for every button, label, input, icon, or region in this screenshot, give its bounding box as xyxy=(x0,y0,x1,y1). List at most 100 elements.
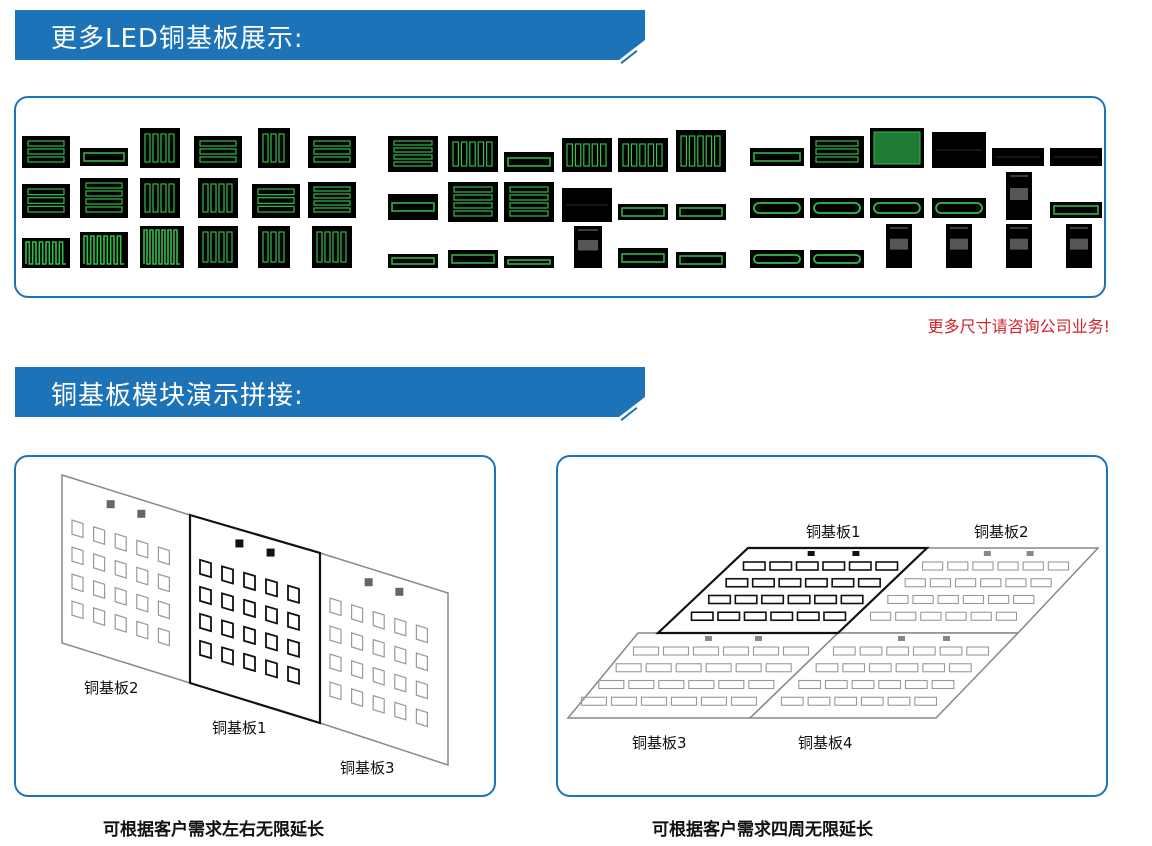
led-pad xyxy=(848,561,872,571)
board-thumbnail xyxy=(574,226,602,268)
board-3-label: 铜基板3 xyxy=(632,734,687,752)
led-pad xyxy=(221,619,234,639)
led-pad xyxy=(645,663,672,673)
led-pad xyxy=(931,679,955,690)
led-pad xyxy=(972,561,994,571)
board-thumbnail xyxy=(198,226,238,268)
board-thumbnail xyxy=(932,132,986,168)
led-pad xyxy=(157,573,170,593)
board-1-label: 铜基板1 xyxy=(806,523,861,541)
board-thumbnail xyxy=(388,136,438,172)
led-pad xyxy=(823,611,847,622)
board-thumbnail xyxy=(810,198,864,218)
led-pad xyxy=(795,561,819,571)
board-thumbnail xyxy=(618,248,668,268)
board-thumbnail xyxy=(258,128,290,168)
led-pad xyxy=(628,679,655,690)
board-thumbnail xyxy=(308,136,356,168)
led-pad xyxy=(662,646,690,656)
led-pad xyxy=(690,611,714,622)
led-pad xyxy=(857,577,881,588)
led-pad xyxy=(329,681,342,701)
led-pad xyxy=(372,610,385,630)
led-pad xyxy=(921,561,944,571)
led-pad xyxy=(878,679,902,690)
led-pad xyxy=(796,611,820,622)
board-thumbnail xyxy=(562,188,612,222)
led-pad xyxy=(92,526,106,546)
led-pad xyxy=(287,665,300,686)
led-pad xyxy=(824,679,848,690)
board-thumbnail xyxy=(750,148,804,166)
led-pad xyxy=(1030,578,1052,588)
board-thumbnail xyxy=(750,250,804,268)
led-pad xyxy=(71,600,84,620)
board-thumbnail xyxy=(80,148,128,166)
led-pad xyxy=(869,611,892,621)
board-thumbnail xyxy=(870,198,924,218)
led-pad xyxy=(815,663,839,673)
led-pad xyxy=(748,679,775,690)
board-thumbnail xyxy=(80,178,128,218)
board-thumbnail xyxy=(258,226,290,268)
section-banner-gallery: 更多LED铜基板展示: xyxy=(15,10,645,64)
led-pad xyxy=(71,573,84,593)
board-thumbnail xyxy=(140,178,180,218)
led-pad xyxy=(705,663,732,673)
board-thumbnail xyxy=(810,250,864,268)
fiducial-marker xyxy=(852,551,860,556)
board-thumbnail xyxy=(1006,172,1032,220)
led-pad xyxy=(734,594,758,605)
led-pad xyxy=(987,594,1010,605)
fiducial-marker xyxy=(898,636,905,641)
board-thumbnail xyxy=(504,152,554,172)
led-pad xyxy=(782,646,810,656)
led-pad xyxy=(970,611,992,621)
led-pad xyxy=(840,594,864,605)
board-thumbnail xyxy=(992,148,1044,166)
board-thumbnail xyxy=(252,184,300,218)
led-pad xyxy=(929,578,952,588)
led-pad xyxy=(157,627,170,647)
led-pad xyxy=(700,696,728,706)
led-pad xyxy=(860,696,884,706)
led-pad xyxy=(598,679,625,690)
led-pad xyxy=(962,594,985,605)
led-pad xyxy=(688,679,715,690)
grid-splice-diagram xyxy=(566,546,1100,719)
led-pad xyxy=(71,546,84,566)
fiducial-marker xyxy=(364,578,373,587)
led-pad xyxy=(735,663,762,673)
led-pad xyxy=(743,611,767,622)
led-pad xyxy=(199,612,212,633)
board-thumbnail xyxy=(946,224,972,268)
led-pad xyxy=(904,679,928,690)
led-pad xyxy=(372,694,385,714)
led-pad xyxy=(914,696,938,706)
fiducial-marker xyxy=(705,636,712,641)
board-4-label: 铜基板4 xyxy=(798,734,853,752)
led-pad xyxy=(752,646,780,656)
led-pad xyxy=(875,561,899,571)
board-thumbnail xyxy=(1066,224,1092,268)
led-pad xyxy=(221,565,234,585)
board-thumbnail xyxy=(562,138,612,172)
board-1-pads xyxy=(199,539,300,686)
led-pad xyxy=(814,594,838,605)
led-pad xyxy=(725,577,749,588)
led-pad xyxy=(895,663,919,673)
board-thumbnail xyxy=(618,204,668,220)
board-thumbnail xyxy=(22,136,70,168)
led-pad xyxy=(948,663,972,673)
led-pad xyxy=(954,578,977,588)
led-pad xyxy=(243,598,256,619)
led-pad xyxy=(995,611,1018,621)
board-thumbnail xyxy=(80,232,128,268)
fiducial-marker xyxy=(106,500,115,509)
led-pad xyxy=(71,519,84,539)
led-pad xyxy=(778,577,802,588)
board-2-outline xyxy=(61,473,191,685)
led-pad xyxy=(675,663,702,673)
board-thumbnail xyxy=(676,204,726,220)
led-pad xyxy=(329,653,342,673)
